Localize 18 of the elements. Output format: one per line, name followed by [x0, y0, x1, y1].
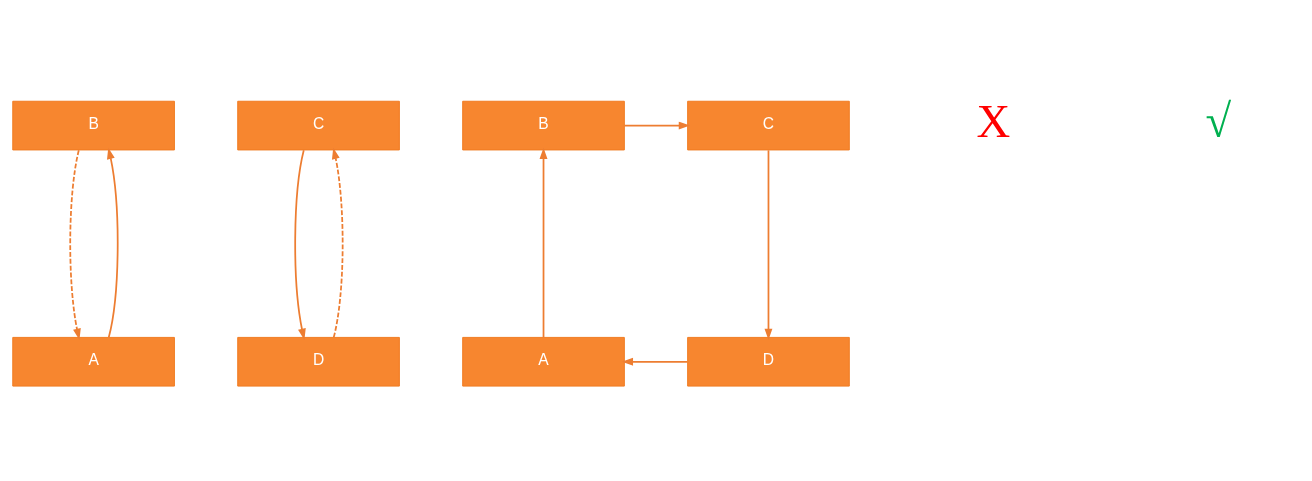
- node-box: D: [687, 336, 850, 387]
- arrow: [621, 357, 689, 366]
- node-box: A: [12, 336, 175, 387]
- arrow: [764, 148, 773, 340]
- arrow: [331, 147, 344, 338]
- arrow: [539, 147, 548, 338]
- node-box: B: [462, 100, 625, 150]
- node-box: C: [237, 100, 400, 150]
- node-box: B: [12, 100, 175, 150]
- node-box: C: [687, 100, 850, 150]
- node-box: A: [462, 336, 625, 387]
- label: X: [976, 94, 1011, 147]
- arrow: [106, 147, 119, 338]
- arrow: [294, 148, 306, 340]
- label: √: [1205, 94, 1232, 147]
- arrow: [623, 121, 691, 130]
- node-box: D: [237, 336, 400, 387]
- arrow: [69, 148, 81, 340]
